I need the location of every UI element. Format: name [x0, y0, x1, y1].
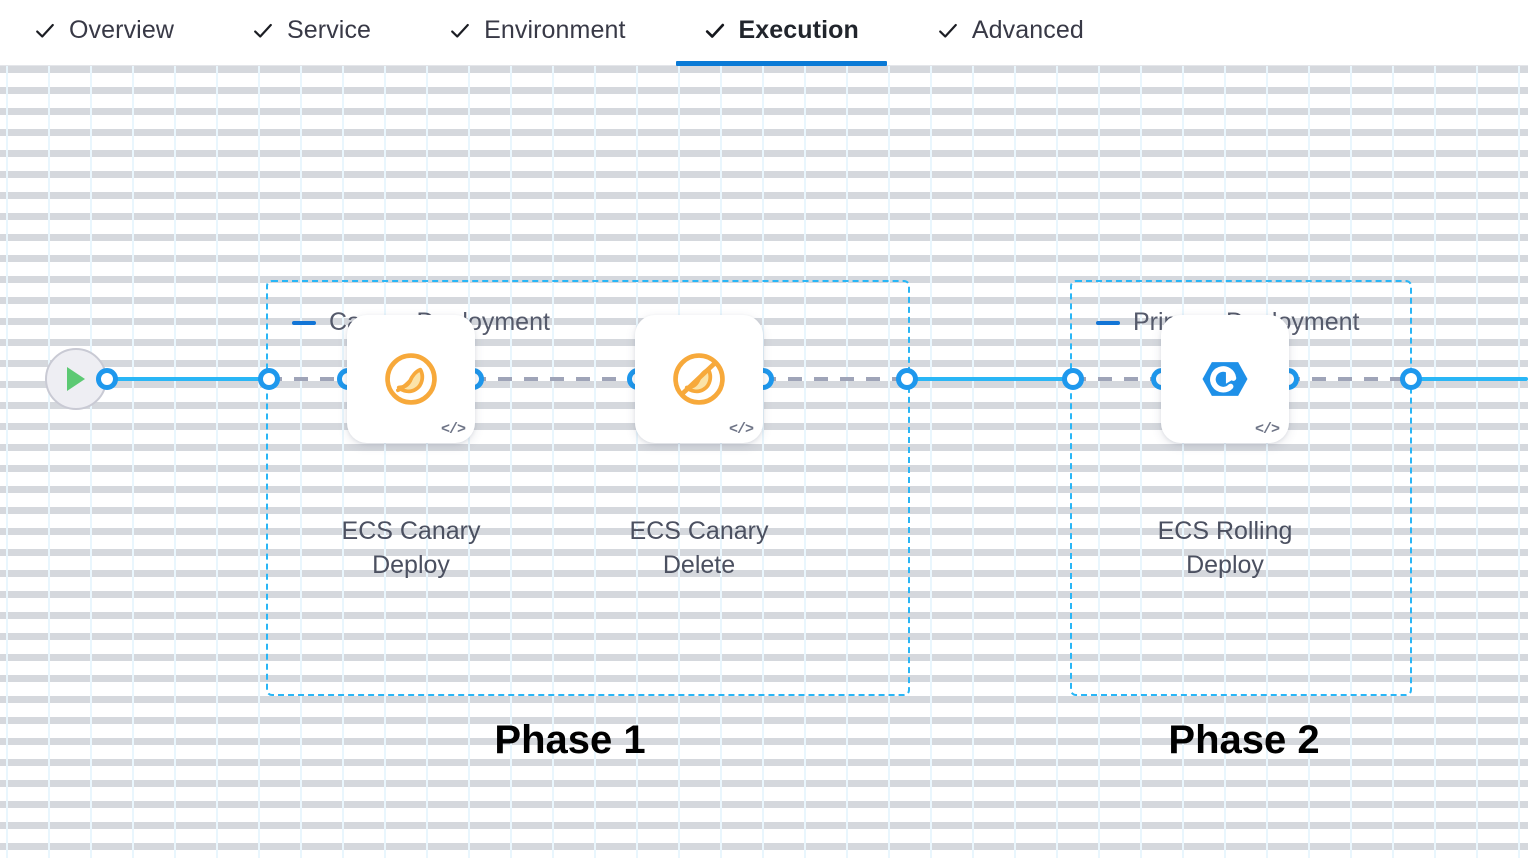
- port-group1-in[interactable]: [258, 368, 280, 390]
- tab-label: Overview: [69, 16, 174, 44]
- check-icon: [705, 23, 724, 38]
- tab-label: Service: [287, 16, 372, 44]
- tab-execution[interactable]: Execution: [675, 0, 887, 66]
- code-icon[interactable]: </>: [728, 421, 754, 438]
- edge-deploy-to-delete[interactable]: [472, 377, 640, 381]
- port-group2-in[interactable]: [1062, 368, 1084, 390]
- code-icon[interactable]: </>: [440, 421, 466, 438]
- check-icon: [36, 23, 54, 38]
- check-icon: [451, 23, 469, 38]
- edge-group1-exit[interactable]: [762, 377, 910, 381]
- tab-environment[interactable]: Environment: [449, 0, 625, 65]
- edge-start-to-group1[interactable]: [106, 377, 270, 381]
- rolling-deploy-icon: [1202, 362, 1248, 396]
- tab-overview[interactable]: Overview: [34, 0, 174, 65]
- phase-caption-2: Phase 2: [1168, 718, 1320, 762]
- wizard-tab-bar: Overview Service Environment Execution: [0, 0, 1528, 66]
- node-ecs-canary-deploy[interactable]: </>: [347, 315, 475, 443]
- tab-label: Execution: [738, 16, 859, 44]
- pipeline-canvas[interactable]: Canary Deployment Phase 1 Primary Deploy…: [0, 66, 1528, 858]
- edge-group2-exit[interactable]: [1286, 377, 1414, 381]
- check-icon: [938, 23, 957, 38]
- canary-bird-icon: [385, 353, 437, 405]
- node-label-ecs-canary-deploy: ECS Canary Deploy: [341, 517, 481, 579]
- minus-icon[interactable]: [1096, 320, 1120, 325]
- tab-label: Advanced: [971, 16, 1084, 44]
- canary-bird-delete-icon: [673, 353, 725, 405]
- tab-advanced[interactable]: Advanced: [937, 0, 1084, 65]
- code-icon[interactable]: </>: [1254, 421, 1280, 438]
- phase-caption-1: Phase 1: [494, 718, 646, 762]
- port-start-out[interactable]: [96, 368, 118, 390]
- play-icon: [67, 367, 85, 391]
- minus-icon[interactable]: [292, 320, 316, 325]
- node-ecs-canary-delete[interactable]: </>: [635, 315, 763, 443]
- edge-group2-entry[interactable]: [1072, 377, 1164, 381]
- port-group2-out[interactable]: [1400, 368, 1422, 390]
- node-label-ecs-rolling-deploy: ECS Rolling Deploy: [1157, 517, 1293, 579]
- wizard-tabs: Overview Service Environment Execution: [0, 0, 1528, 66]
- check-icon: [254, 23, 272, 38]
- tab-label: Environment: [484, 16, 626, 44]
- port-group1-out[interactable]: [896, 368, 918, 390]
- node-ecs-rolling-deploy[interactable]: </>: [1161, 315, 1289, 443]
- tab-service[interactable]: Service: [252, 0, 371, 65]
- node-label-ecs-canary-delete: ECS Canary Delete: [629, 517, 769, 579]
- edge-group2-to-end[interactable]: [1410, 377, 1528, 381]
- edge-group1-entry[interactable]: [268, 377, 350, 381]
- edge-group1-to-group2[interactable]: [906, 377, 1074, 381]
- active-tab-indicator: [675, 61, 887, 66]
